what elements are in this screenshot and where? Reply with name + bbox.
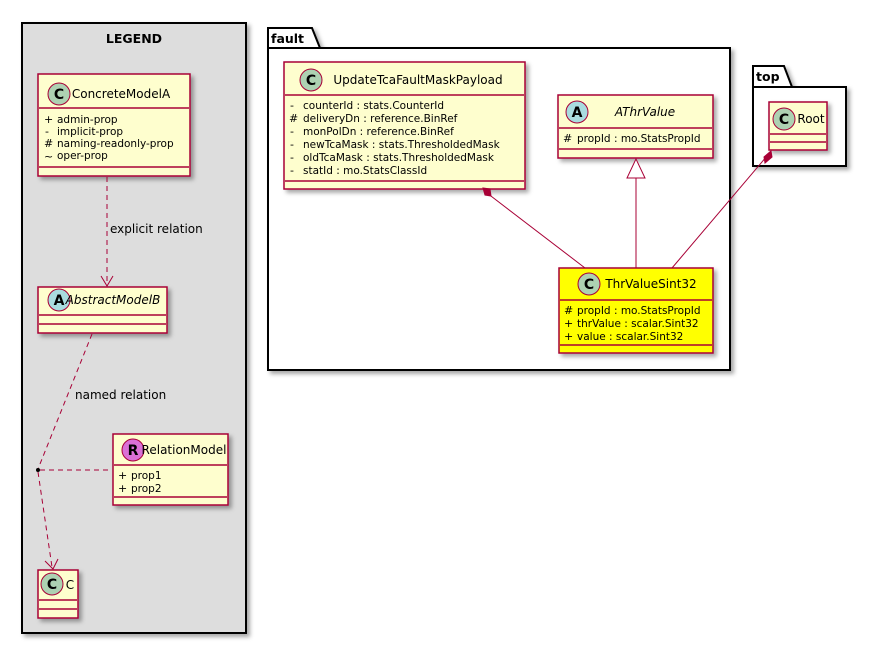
package-title: fault [271,31,304,46]
stereotype-r-icon [121,438,145,462]
class-relation-model: R RelationModel + prop1 + prop2 [112,433,229,506]
edge-generalization-thr-athr [626,157,646,268]
stereotype-c-icon [577,272,601,296]
edge-label-named: named relation [75,388,166,402]
class-name: Root [797,112,824,126]
attr-name: value : scalar.Sint32 [577,331,683,343]
attr-vis: + [44,113,53,126]
attr-name: implicit-prop [57,126,123,138]
attr-name: oper-prop [57,150,108,162]
attr-vis: - [290,151,294,164]
stereotype-c-letter: C [47,577,57,593]
attr-vis: - [45,125,49,138]
class-name: RelationModel [142,443,227,457]
stereotype-c-icon [299,68,323,92]
class-root: C Root [768,101,828,151]
class-name: AbstractModelB [65,293,161,307]
attr-name: thrValue : scalar.Sint32 [577,318,699,330]
attr-name: counterId : stats.CounterId [303,100,444,112]
generalization-arrowhead [626,157,646,179]
attr-name: prop2 [131,483,162,495]
stereotype-c-letter: C [54,87,64,103]
class-abstract-model-b: A AbstractModelB [37,286,168,334]
stereotype-c-icon [772,107,796,131]
stereotype-a-icon [47,288,71,312]
attr-vis: + [564,330,573,343]
attr-vis: - [290,99,294,112]
stereotype-c-letter: C [306,73,316,89]
attr-name: oldTcaMask : stats.ThresholdedMask [303,152,495,164]
attr-name: propId : mo.StatsPropId [577,305,701,317]
composition-diamond [763,150,773,164]
stereotype-r-letter: R [128,443,139,459]
attr-name: monPolDn : reference.BinRef [303,126,454,138]
attr-name: naming-readonly-prop [57,138,174,150]
edge-label-explicit: explicit relation [110,222,203,236]
attr-vis: - [290,125,294,138]
class-thr-value-sint32: C ThrValueSint32 # propId : mo.StatsProp… [558,267,714,354]
attr-name: admin-prop [57,114,118,126]
class-name: UpdateTcaFaultMaskPayload [333,73,502,87]
legend-title: LEGEND [106,31,162,46]
class-update-tca-fault-mask-payload: C UpdateTcaFaultMaskPayload - counterId … [283,61,526,190]
attr-vis: + [118,469,127,482]
attr-name: propId : mo.StatsPropId [577,133,701,145]
class-name: AThrValue [614,105,675,119]
attr-name: deliveryDn : reference.BinRef [303,113,458,125]
attr-name: prop1 [131,470,162,482]
attr-name: statId : mo.StatsClassId [303,165,427,177]
stereotype-a-letter: A [54,293,65,309]
class-athr-value: A AThrValue # propId : mo.StatsPropId [557,94,714,159]
attr-vis: + [564,317,573,330]
stereotype-a-icon [565,100,589,124]
edge-explicit-relation: explicit relation [100,177,203,287]
class-c: C C [37,569,79,619]
edge-named-relation: named relation [36,333,166,570]
edge-composition-update-thr [482,187,586,269]
attr-vis: # [564,304,573,317]
attr-vis: - [290,138,294,151]
stereotype-c-letter: C [779,112,789,128]
class-concrete-model-a: C ConcreteModelA + admin-prop - implicit… [37,73,191,177]
class-name: ConcreteModelA [72,87,171,101]
package-title: top [756,69,780,84]
attr-vis: # [44,137,53,150]
stereotype-a-letter: A [572,105,583,121]
composition-diamond [482,187,492,197]
relation-junction-dot [36,468,40,472]
class-name: ThrValueSint32 [604,277,696,291]
attr-vis: + [118,482,127,495]
edge-composition-root-thr [671,150,773,269]
attr-vis: # [289,112,298,125]
attr-vis: ~ [44,150,53,163]
stereotype-c-icon [40,572,64,596]
stereotype-c-letter: C [584,277,594,293]
class-name: C [66,578,74,592]
attr-vis: # [563,132,572,145]
stereotype-c-icon [47,82,71,106]
attr-vis: - [290,164,294,177]
attr-name: newTcaMask : stats.ThresholdedMask [303,139,501,151]
